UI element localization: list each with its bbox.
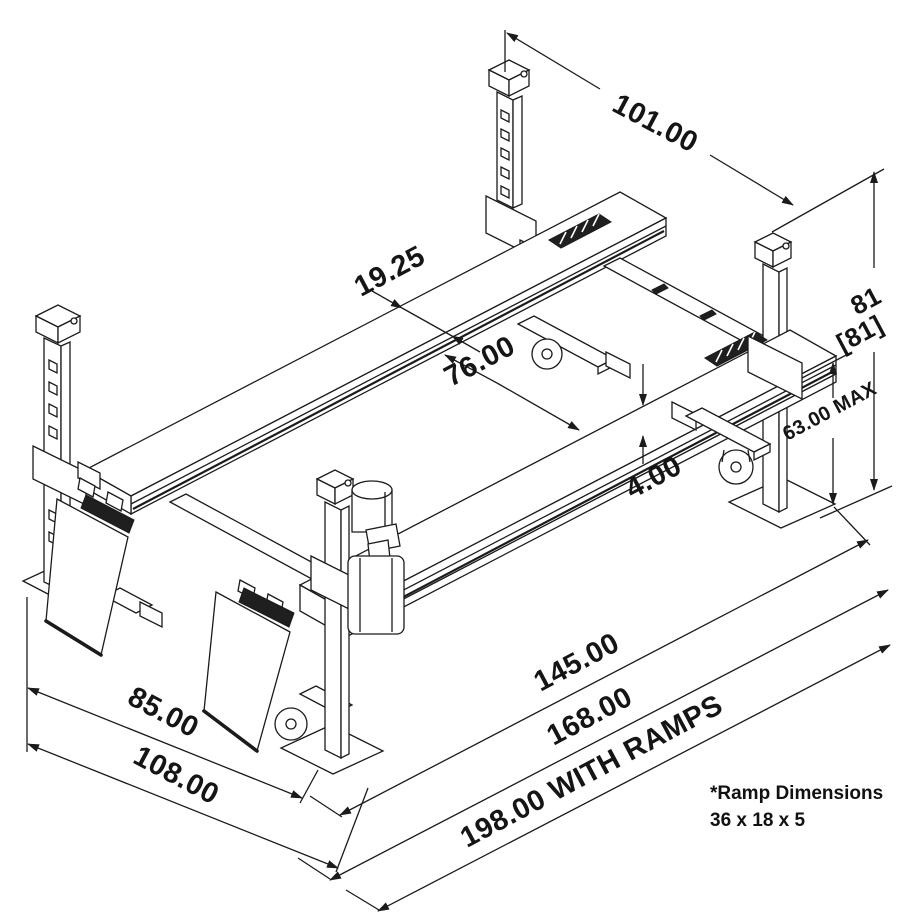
ramp-note-line2: 36 x 18 x 5 [710, 810, 806, 831]
tire-chock-far [549, 214, 611, 248]
ramp-note-line1: *Ramp Dimensions [710, 783, 884, 804]
ramp-dimensions-note: *Ramp Dimensions 36 x 18 x 5 [710, 780, 883, 834]
right-post-carriage [748, 336, 802, 399]
caster-jack-rear [518, 316, 630, 378]
power-unit [348, 481, 404, 634]
caster-jack-left [104, 588, 162, 627]
ramp-far [46, 478, 134, 655]
dimension-lines [27, 30, 892, 911]
caster-jack-right [672, 402, 770, 484]
